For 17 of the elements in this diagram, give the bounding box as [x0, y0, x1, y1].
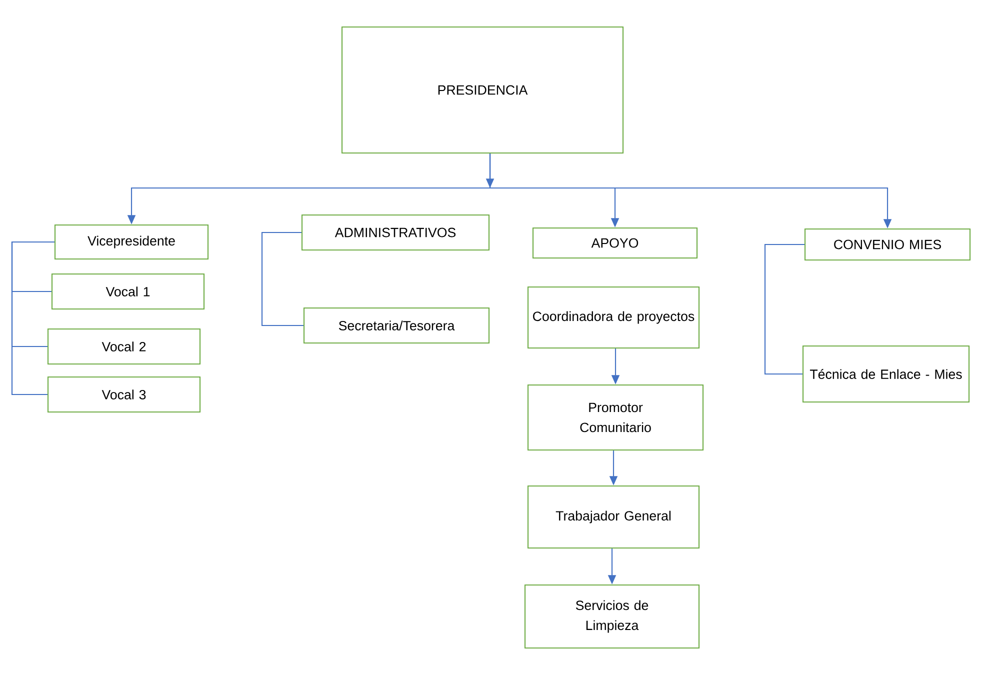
- connector: [11, 241, 54, 396]
- org-box: APOYO: [532, 227, 698, 259]
- connector: [764, 244, 804, 375]
- org-box: ADMINISTRATIVOS: [301, 214, 490, 251]
- org-box: Secretaria/Tesorera: [303, 307, 490, 344]
- org-box: Técnica de Enlace - Mies: [802, 345, 970, 403]
- org-box: Coordinadora de proyectos: [527, 286, 700, 349]
- connector: [261, 232, 304, 326]
- org-box: Trabajador General: [527, 485, 700, 549]
- org-box: Servicios de Limpieza: [524, 584, 700, 649]
- org-box: Promotor Comunitario: [527, 384, 704, 451]
- org-box: Vocal 2: [47, 328, 201, 365]
- org-box: PRESIDENCIA: [341, 26, 624, 154]
- org-box: Vocal 3: [47, 376, 201, 413]
- org-box: Vicepresidente: [54, 224, 209, 260]
- org-box: Vocal 1: [51, 273, 205, 310]
- org-box: CONVENIO MIES: [804, 228, 971, 261]
